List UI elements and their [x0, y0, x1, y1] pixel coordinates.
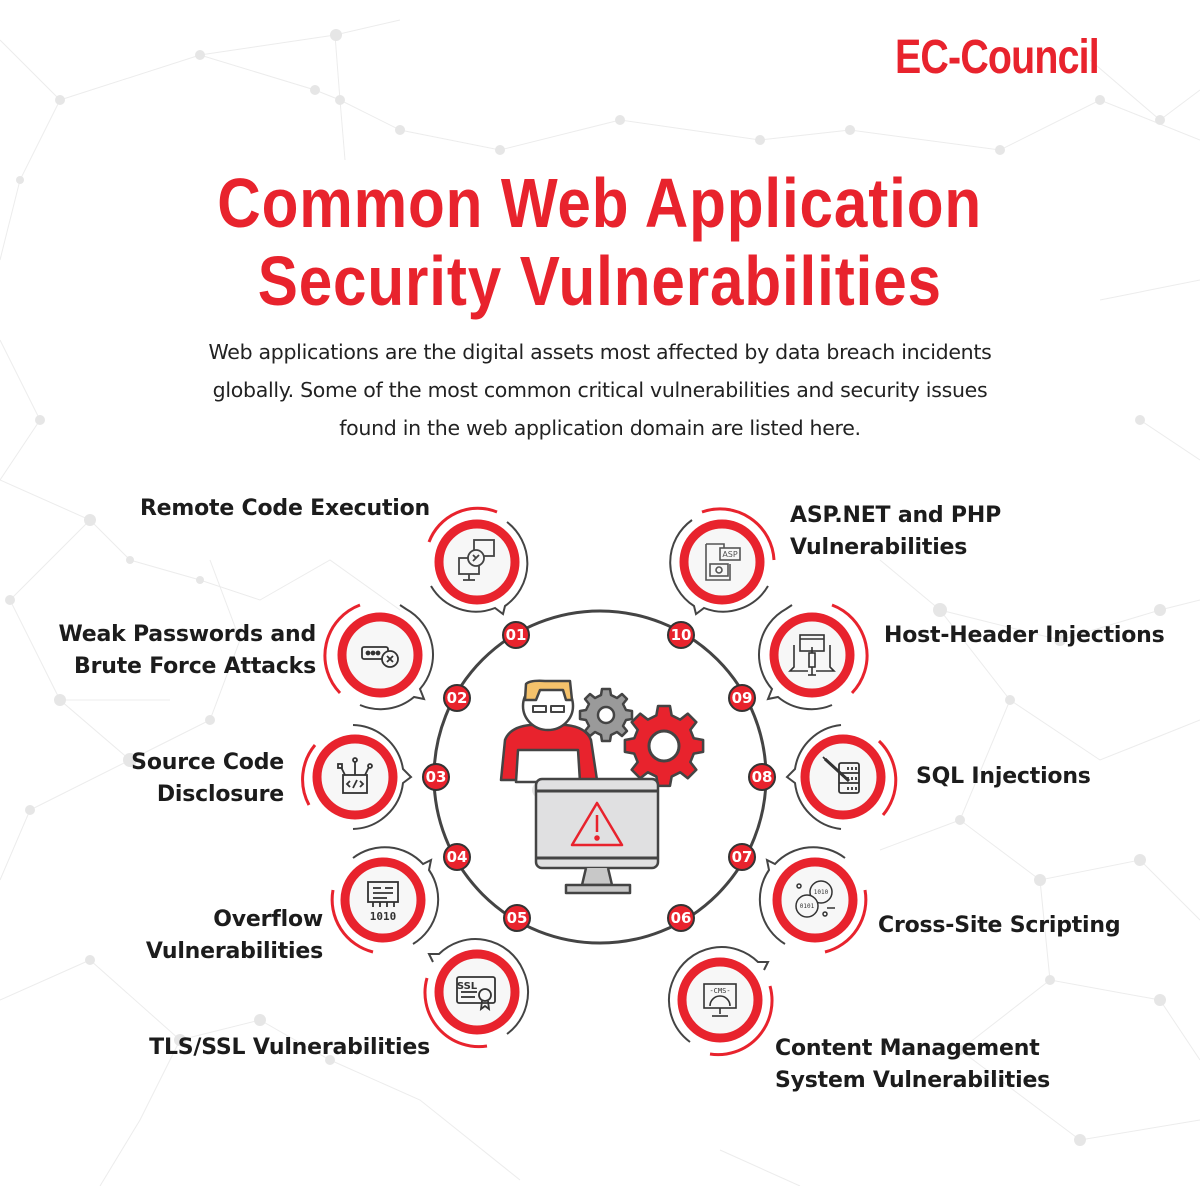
badge-number: 03: [426, 768, 447, 786]
label-line: Cross-Site Scripting: [878, 913, 1121, 938]
title-text-2: Security Vulnerabilities: [257, 242, 943, 320]
xss-binary-text: 1010: [814, 889, 829, 896]
badge-10: 10: [667, 621, 695, 649]
syringe-laptop-icon: [788, 634, 836, 676]
label-line: ASP.NET and PHP: [790, 503, 1001, 528]
badge-number: 09: [732, 689, 753, 707]
badge-number: 06: [671, 909, 692, 927]
label-line: Vulnerabilities: [145, 939, 323, 964]
gear-icon: [578, 687, 634, 743]
badge-03: 03: [422, 763, 450, 791]
asp-text: ASP: [722, 550, 738, 559]
ec-council-logo: EC-Council: [895, 31, 1100, 84]
node-09-host-header: [758, 603, 869, 711]
label-09-host-header: Host-Header Injections: [884, 620, 1194, 652]
intro-line: found in the web application domain are …: [339, 416, 861, 440]
badge-number: 10: [671, 626, 692, 644]
badge-07: 07: [728, 843, 756, 871]
badge-number: 08: [752, 768, 773, 786]
badge-number: 04: [447, 848, 468, 866]
label-05-tls-ssl: TLS/SSL Vulnerabilities: [60, 1032, 430, 1064]
label-08-sql-injections: SQL Injections: [916, 761, 1186, 793]
label-06-cms: Content Management System Vulnerabilitie…: [775, 1033, 1155, 1097]
label-line: Disclosure: [156, 782, 284, 807]
badge-01: 01: [502, 621, 530, 649]
label-line: Brute Force Attacks: [74, 654, 316, 679]
label-line: Overflow: [213, 907, 323, 932]
label-line: Host-Header Injections: [884, 623, 1165, 648]
center-illustration: [499, 679, 705, 895]
label-line: TLS/SSL Vulnerabilities: [149, 1035, 430, 1060]
intro-paragraph: Web applications are the digital assets …: [150, 333, 1050, 447]
label-line: Weak Passwords and: [58, 622, 316, 647]
label-line: SQL Injections: [916, 764, 1091, 789]
label-02-weak-passwords: Weak Passwords and Brute Force Attacks: [20, 619, 316, 683]
node-08-sql-injection: [785, 724, 898, 830]
label-01-remote-code-execution: Remote Code Execution: [100, 493, 430, 525]
node-05-tls-ssl: SSL: [423, 938, 529, 1049]
label-10-asp-php: ASP.NET and PHP Vulnerabilities: [790, 500, 1150, 564]
cms-monitor-icon: [703, 983, 737, 1017]
xss-binary-text-2: 0101: [800, 903, 815, 910]
label-07-xss: Cross-Site Scripting: [878, 910, 1178, 942]
label-03-source-code: Source Code Disclosure: [20, 747, 284, 811]
badge-05: 05: [503, 904, 531, 932]
binary-overflow-icon: [367, 881, 399, 907]
badge-09: 09: [728, 684, 756, 712]
page-title-line2: Security Vulnerabilities: [0, 246, 1200, 316]
label-line: Source Code: [131, 750, 284, 775]
label-line: System Vulnerabilities: [775, 1068, 1051, 1093]
binary-text: 1010: [370, 910, 397, 923]
password-error-icon: [361, 646, 399, 668]
intro-line: globally. Some of the most common critic…: [212, 378, 988, 402]
node-06-cms: -CMS-: [668, 946, 774, 1057]
badge-number: 01: [506, 626, 527, 644]
binary-chat-icon: [795, 880, 835, 918]
badge-04: 04: [443, 843, 471, 871]
node-04-overflow: 1010: [330, 846, 440, 954]
database-injection-icon: [822, 756, 860, 794]
page-title-line1: Common Web Application: [0, 168, 1200, 238]
node-01-remote-code-execution: [427, 506, 529, 616]
node-03-source-code: [301, 724, 413, 830]
label-line: Vulnerabilities: [790, 535, 968, 560]
node-07-xss: 1010 0101: [758, 846, 868, 954]
person-icon: [499, 679, 599, 784]
title-text-1: Common Web Application: [217, 164, 983, 242]
intro-line: Web applications are the digital assets …: [208, 340, 992, 364]
badge-08: 08: [748, 763, 776, 791]
label-line: Remote Code Execution: [139, 496, 430, 521]
cms-text: -CMS-: [709, 987, 730, 995]
label-line: Content Management: [775, 1036, 1040, 1061]
node-10-asp-php: ASP: [669, 507, 776, 616]
badge-02: 02: [443, 684, 471, 712]
warning-icon: [570, 801, 624, 847]
asp-file-icon: [705, 543, 741, 581]
badge-number: 02: [447, 689, 468, 707]
badge-number: 07: [732, 848, 753, 866]
gear-icon-red: [623, 704, 705, 788]
label-04-overflow: Overflow Vulnerabilities: [20, 904, 323, 968]
source-code-icon: [337, 757, 373, 794]
badge-06: 06: [667, 904, 695, 932]
remote-desktop-icon: [458, 539, 495, 581]
node-02-weak-passwords: [323, 603, 434, 711]
ssl-certificate-icon: [456, 976, 496, 1011]
ssl-text: SSL: [457, 981, 478, 992]
badge-number: 05: [507, 909, 528, 927]
